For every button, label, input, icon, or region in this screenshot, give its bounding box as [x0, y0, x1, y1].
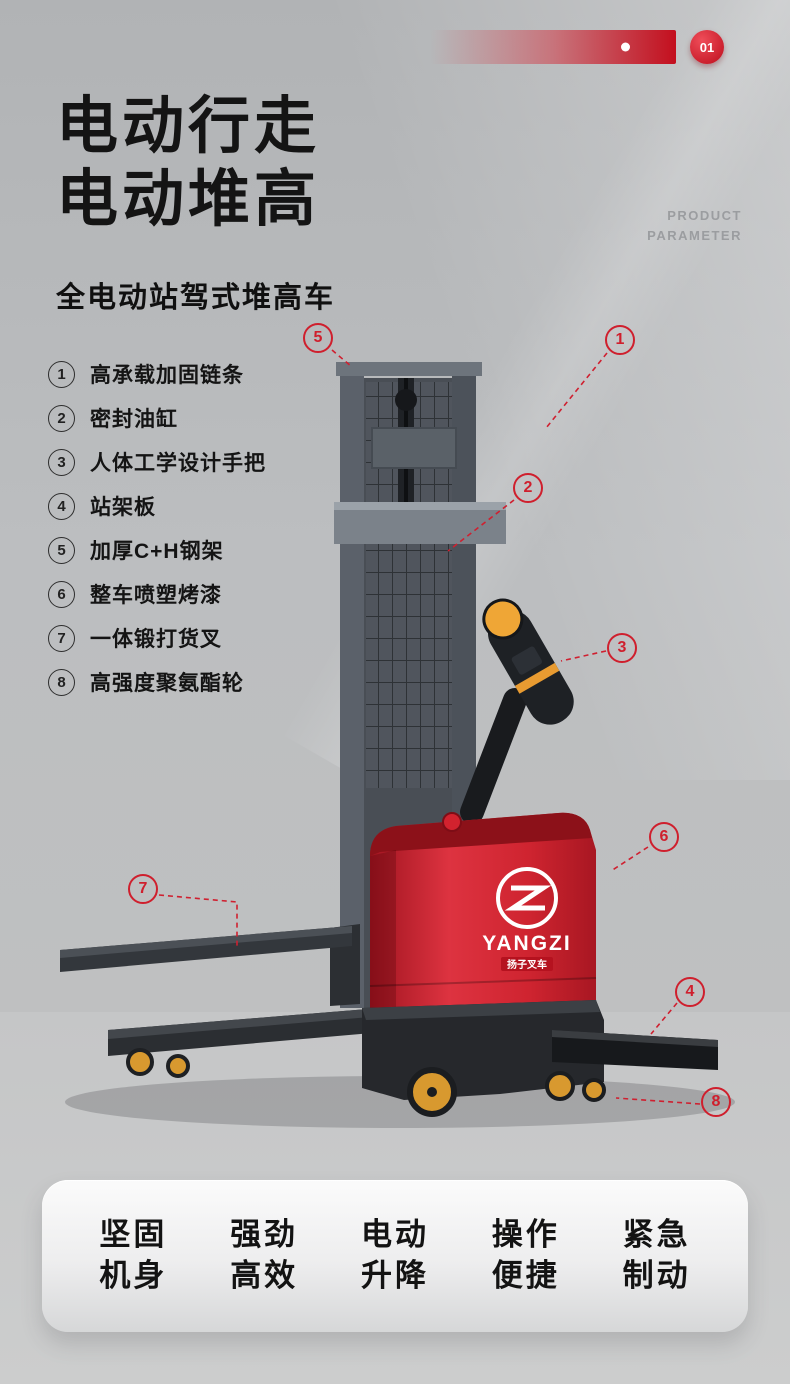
feature-number-badge: 6: [48, 580, 75, 608]
watermark-text: PRODUCT PARAMETER: [647, 206, 742, 246]
bottom-feature-line2: 机身: [99, 1258, 168, 1293]
callout-marker-7: 7: [128, 874, 158, 904]
bottom-feature-line2: 便捷: [491, 1258, 560, 1293]
bottom-feature-line2: 制动: [622, 1258, 691, 1293]
bottom-feature-line1: 操作: [491, 1217, 560, 1253]
callout-marker-2: 2: [513, 473, 543, 503]
bottom-feature: 紧急 制动: [623, 1215, 691, 1297]
feature-number-badge: 5: [48, 536, 75, 564]
page-number-badge: 01: [690, 30, 724, 64]
title-line-2: 电动堆高: [56, 165, 321, 235]
bottom-feature-line1: 电动: [360, 1217, 429, 1253]
feature-item: 7 一体锻打货叉: [48, 616, 266, 660]
bottom-feature: 强劲 高效: [230, 1215, 298, 1297]
watermark-line-2: PARAMETER: [647, 228, 742, 244]
callout-marker-3: 3: [607, 633, 637, 663]
callout-marker-4: 4: [675, 977, 705, 1007]
feature-label: 一体锻打货叉: [90, 628, 222, 651]
feature-number-badge: 8: [48, 668, 75, 696]
bottom-feature-line1: 强劲: [230, 1217, 299, 1253]
feature-label: 人体工学设计手把: [90, 452, 266, 475]
title-line-1: 电动行走: [56, 92, 321, 161]
bottom-feature-panel: 坚固 机身 强劲 高效 电动 升降 操作 便捷 紧急 制动: [42, 1180, 748, 1332]
feature-label: 高承载加固链条: [90, 364, 244, 387]
watermark-line-1: PRODUCT: [667, 208, 742, 223]
callout-marker-6: 6: [649, 822, 679, 852]
feature-list: 1 高承载加固链条 2 密封油缸 3 人体工学设计手把 4 站架板 5 加厚C+…: [48, 352, 266, 704]
feature-number-badge: 4: [48, 492, 75, 520]
feature-label: 站架板: [90, 496, 156, 519]
feature-item: 3 人体工学设计手把: [48, 440, 266, 484]
feature-item: 2 密封油缸: [48, 396, 266, 440]
bottom-feature: 坚固 机身: [99, 1215, 167, 1297]
callout-marker-8: 8: [701, 1087, 731, 1117]
page-indicator-bar: [430, 30, 676, 64]
callout-marker-1: 1: [605, 325, 635, 355]
bottom-feature-line1: 紧急: [622, 1217, 691, 1253]
feature-label: 加厚C+H钢架: [90, 540, 224, 563]
bottom-feature-line2: 升降: [360, 1258, 429, 1293]
feature-label: 密封油缸: [90, 408, 178, 431]
feature-label: 高强度聚氨酯轮: [90, 672, 244, 695]
feature-item: 5 加厚C+H钢架: [48, 528, 266, 572]
bottom-feature-line1: 坚固: [99, 1217, 168, 1253]
feature-number-badge: 3: [48, 448, 75, 476]
feature-number-badge: 1: [48, 360, 75, 388]
feature-number-badge: 7: [48, 624, 75, 652]
bottom-feature: 操作 便捷: [492, 1215, 560, 1297]
indicator-dot: [621, 42, 630, 52]
feature-number-badge: 2: [48, 404, 75, 432]
feature-item: 4 站架板: [48, 484, 266, 528]
bottom-feature: 电动 升降: [361, 1215, 429, 1297]
feature-item: 8 高强度聚氨酯轮: [48, 660, 266, 704]
bottom-feature-line2: 高效: [230, 1258, 299, 1293]
feature-item: 6 整车喷塑烤漆: [48, 572, 266, 616]
feature-label: 整车喷塑烤漆: [90, 584, 222, 607]
product-subtitle: 全电动站驾式堆高车: [56, 282, 336, 314]
page-title: 电动行走 电动堆高: [56, 90, 320, 236]
callout-marker-5: 5: [303, 323, 333, 353]
feature-item: 1 高承载加固链条: [48, 352, 266, 396]
